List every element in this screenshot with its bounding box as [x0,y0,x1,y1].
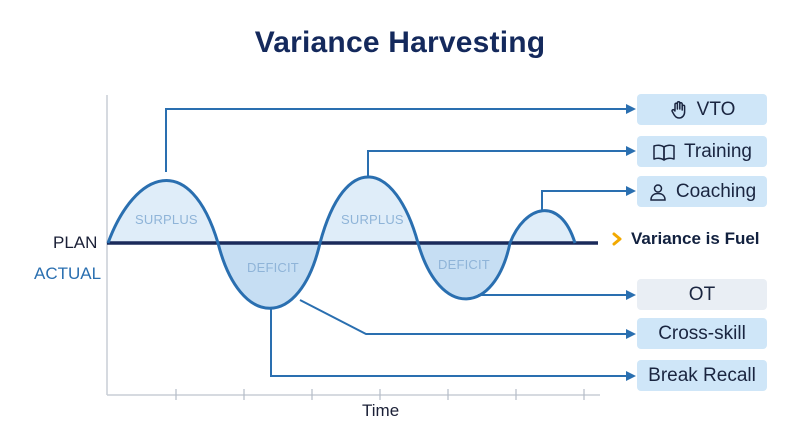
deficit-label: DEFICIT [438,257,490,272]
break-recall-box: Break Recall [637,360,767,391]
person-icon [648,182,668,202]
deficit-region-1 [218,243,320,309]
surplus-label: SURPLUS [135,212,198,227]
surplus-label: SURPLUS [341,212,404,227]
actual-label: ACTUAL [34,264,102,283]
ot-label: OT [688,283,716,305]
plan-label: PLAN [53,233,98,252]
cross-skill-label: Cross-skill [658,322,746,344]
deficit-arrowheads [626,290,636,381]
training-box: Training [637,136,767,167]
book-icon [652,142,676,162]
variance-fuel-label: Variance is Fuel [631,229,760,248]
surplus-connectors [165,108,628,210]
diagram-title: Variance Harvesting [254,26,546,59]
training-label: Training [684,140,752,162]
deficit-label: DEFICIT [247,260,299,275]
time-axis-label: Time [362,401,400,420]
coaching-box: Coaching [637,176,767,207]
vto-box: VTO [637,94,767,125]
deficit-region-2 [418,243,510,299]
x-ticks [175,389,585,400]
hand-icon [669,100,689,120]
surplus-arrowheads [626,104,636,196]
actual-wave [106,175,577,310]
vto-label: VTO [696,98,736,120]
break-recall-label: Break Recall [648,364,756,386]
chevron-right-icon [611,232,623,246]
variance-fuel-callout: Variance is Fuel [611,229,760,249]
ot-box: OT [637,279,767,310]
cross-skill-box: Cross-skill [637,318,767,349]
surplus-region-2 [320,176,418,243]
deficit-connectors [270,294,628,377]
coaching-label: Coaching [675,180,757,202]
